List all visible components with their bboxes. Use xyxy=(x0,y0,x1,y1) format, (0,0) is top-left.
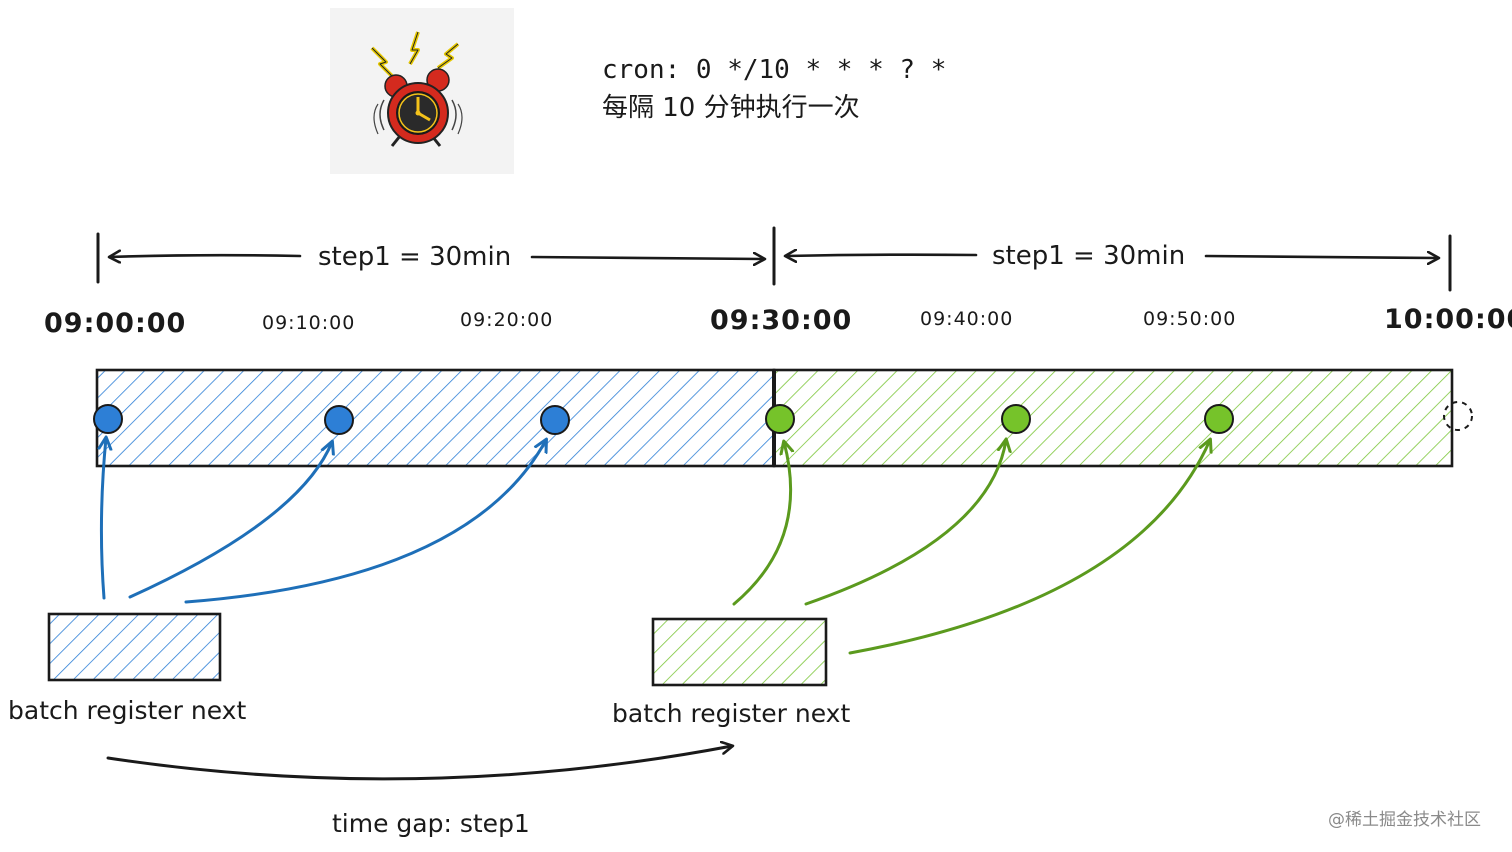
trigger-point-0920 xyxy=(540,405,570,435)
step-arrow-left-end xyxy=(530,257,764,259)
step-arrow-right-end xyxy=(1204,256,1438,258)
blue-arrow-to-0900 xyxy=(101,438,106,600)
watermark: @稀土掘金技术社区 xyxy=(1328,810,1481,830)
tick-label-0900: 09:00:00 xyxy=(44,308,186,339)
time-gap-arrow xyxy=(106,746,732,781)
trigger-point-0940 xyxy=(1001,404,1031,434)
tick-label-0910: 09:10:00 xyxy=(262,312,355,334)
tick-label-0920: 09:20:00 xyxy=(460,309,553,331)
cron-expression: cron: 0 */10 * * * ? * xyxy=(602,55,946,85)
step-arrow-right-start xyxy=(786,255,978,256)
trigger-point-0900 xyxy=(93,404,123,434)
trigger-point-1000-pending xyxy=(1443,401,1473,431)
trigger-point-0950 xyxy=(1204,404,1234,434)
batch-label-green: batch register next xyxy=(612,699,850,728)
green-arrow-to-0930 xyxy=(732,442,791,606)
time-gap-label: time gap: step1 xyxy=(332,809,530,838)
batch-box-green xyxy=(651,617,828,687)
tick-label-0930: 09:30:00 xyxy=(710,305,852,336)
step-label-right: step1 = 30min xyxy=(992,241,1185,271)
tick-label-0950: 09:50:00 xyxy=(1143,308,1236,330)
timeline-segment-green xyxy=(772,368,1454,468)
step-label-left: step1 = 30min xyxy=(318,242,511,272)
trigger-point-0910 xyxy=(324,405,354,435)
timeline-segment-blue xyxy=(95,368,776,468)
green-arrow-to-0950 xyxy=(848,440,1210,655)
cron-description: 每隔 10 分钟执行一次 xyxy=(602,93,860,123)
green-arrow-to-0940 xyxy=(804,440,1006,606)
alarm-clock-icon xyxy=(330,8,514,174)
blue-arrow-to-0920 xyxy=(184,440,546,604)
trigger-point-0930 xyxy=(765,404,795,434)
step-arrow-left-start xyxy=(110,255,302,257)
blue-arrow-to-0910 xyxy=(128,442,332,599)
batch-label-blue: batch register next xyxy=(8,696,246,725)
tick-label-1000: 10:00:00 xyxy=(1384,304,1512,335)
batch-box-blue xyxy=(47,612,222,682)
tick-label-0940: 09:40:00 xyxy=(920,308,1013,330)
